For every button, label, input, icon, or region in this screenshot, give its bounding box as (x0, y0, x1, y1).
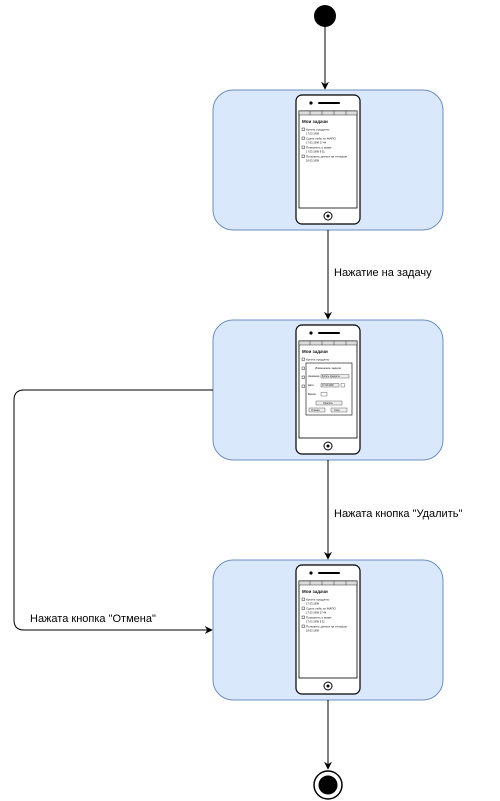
svg-text:Отмена: Отмена (311, 409, 320, 412)
svg-text:Купить продукты: Купить продукты (306, 598, 329, 602)
state-edit-dialog: Мои задачи Купить продукты Изменение зад… (212, 319, 444, 461)
state-task-list-after: Мои задачи Купить продукты 17.03.1999 Сд… (212, 559, 444, 701)
svg-text:Позвонить о маме: Позвонить о маме (306, 616, 332, 620)
svg-text:Купить продукты: Купить продукты (306, 358, 329, 362)
state-task-list: Мои задачи Купить продукты 17.03.1999 Сд… (212, 89, 444, 231)
svg-text:Название: Название (308, 374, 320, 378)
screen1-list: Купить продукты 17.03.1999 Сдать лабу по… (301, 128, 347, 163)
cancel-button[interactable] (308, 407, 326, 413)
edge-label-cancel: Нажата кнопка "Отмена" (30, 613, 156, 625)
svg-text:Удалить: Удалить (323, 401, 334, 405)
svg-text:Сдать лабу по МАПО: Сдать лабу по МАПО (306, 137, 336, 141)
svg-text:18.03.1999: 18.03.1999 (306, 629, 320, 633)
name-field[interactable] (320, 374, 350, 379)
svg-text:17.03.1999 17:44: 17.03.1999 17:44 (306, 611, 327, 615)
initial-node (314, 5, 336, 27)
svg-text:Купить продукты: Купить продукты (306, 128, 329, 132)
screen3-list: Купить продукты 17.03.1999 Сдать лабу по… (301, 598, 347, 633)
svg-text:17.03.1999: 17.03.1999 (306, 132, 320, 136)
svg-text:18.03.1999: 18.03.1999 (306, 159, 320, 163)
svg-text:Сдать лабу по МАПО: Сдать лабу по МАПО (306, 607, 336, 611)
svg-text:Сохр.: Сохр. (334, 409, 341, 412)
calendar-icon[interactable] (340, 383, 345, 388)
screen3-title: Мои задачи (302, 589, 328, 594)
svg-text:Позвонить о маме: Позвонить о маме (306, 146, 332, 150)
dialog-title: Изменение задачи (315, 366, 341, 370)
phone-screen-2: Мои задачи Купить продукты Изменение зад… (295, 324, 361, 455)
screen1-title: Мои задачи (302, 119, 328, 124)
save-button[interactable] (330, 407, 348, 413)
svg-text:17.03.1999 17:44: 17.03.1999 17:44 (306, 141, 327, 145)
phone-screen-1: Мои задачи Купить продукты 17.03.1999 Сд… (295, 94, 361, 225)
date-field[interactable] (320, 383, 340, 388)
svg-text:17.03.1999 9:31: 17.03.1999 9:31 (306, 150, 325, 154)
edge-state2-to-state3-cancel (13, 389, 213, 634)
screen2-title: Мои задачи (302, 349, 328, 354)
edge-label-delete: Нажата кнопка "Удалить" (334, 508, 462, 520)
delete-button[interactable] (315, 400, 343, 406)
svg-text:17.03.1999: 17.03.1999 (322, 385, 334, 387)
svg-text:Купить продукты: Купить продукты (322, 376, 340, 378)
svg-text:Дата: Дата (308, 383, 314, 387)
svg-text:17.03.1999: 17.03.1999 (306, 602, 320, 606)
phone-screen-3: Мои задачи Купить продукты 17.03.1999 Сд… (295, 564, 361, 695)
final-node (313, 770, 343, 800)
edit-dialog: Изменение задачи Название Купить продукт… (305, 362, 353, 416)
edge-label-tap-task: Нажатие на задачу (334, 267, 432, 279)
time-field[interactable] (320, 392, 328, 397)
svg-text:Положить деньги на телефон: Положить деньги на телефон (306, 625, 347, 629)
svg-text:17.03.1999 9:31: 17.03.1999 9:31 (306, 620, 325, 624)
svg-text:Положить деньги на телефон: Положить деньги на телефон (306, 155, 347, 159)
svg-text:Время: Время (308, 392, 316, 396)
